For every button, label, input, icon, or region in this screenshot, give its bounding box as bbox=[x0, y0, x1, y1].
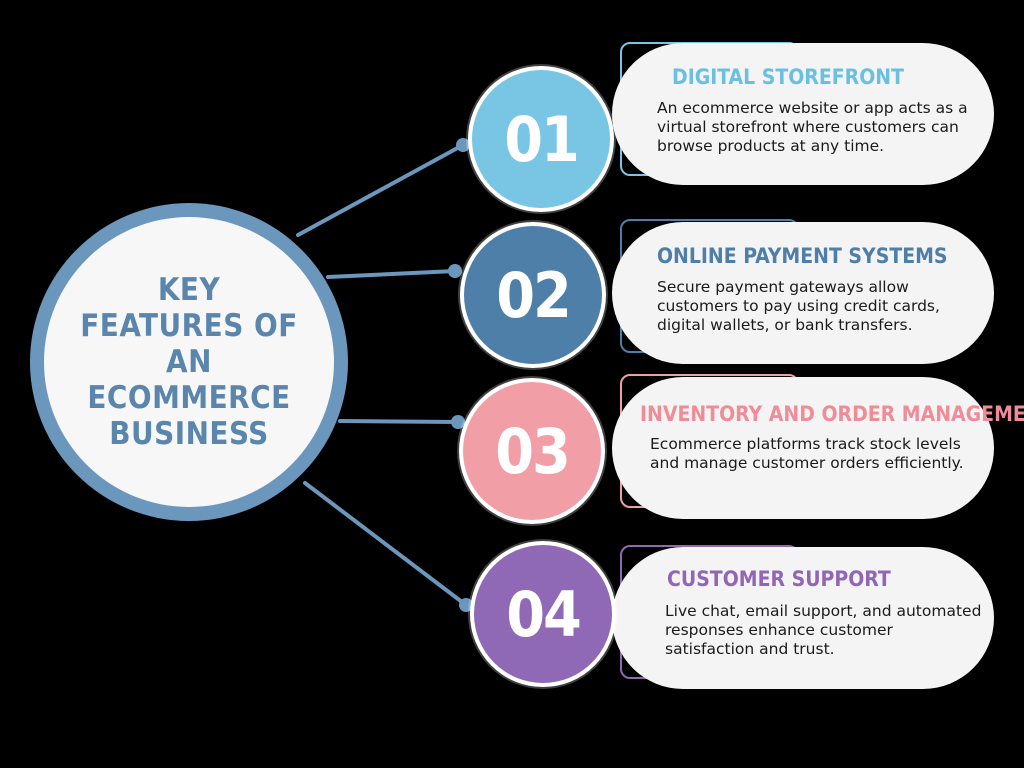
central-hub-title: Key Features of an Ecommerce Business bbox=[80, 272, 298, 452]
feature-number-circle-01: 01 bbox=[472, 70, 610, 208]
feature-number-01: 01 bbox=[504, 102, 580, 176]
connector-line-01 bbox=[296, 143, 465, 237]
feature-title-01: Digital Storefront bbox=[672, 65, 904, 89]
feature-number-03: 03 bbox=[495, 414, 571, 488]
feature-description-03: Ecommerce platforms track stock levels a… bbox=[650, 435, 964, 472]
feature-number-02: 02 bbox=[496, 258, 572, 332]
connector-line-04 bbox=[303, 481, 468, 607]
central-hub: Key Features of an Ecommerce Business bbox=[30, 203, 348, 521]
feature-card-02: Online Payment Systems Secure payment ga… bbox=[612, 222, 994, 364]
connector-line-03 bbox=[338, 419, 460, 424]
feature-description-04: Live chat, email support, and automated … bbox=[665, 602, 982, 658]
feature-card-03: Inventory and Order Management Ecommerce… bbox=[612, 377, 1024, 519]
connector-dot-01 bbox=[456, 138, 470, 152]
feature-title-02: Online Payment Systems bbox=[657, 244, 948, 268]
connector-line-02 bbox=[326, 269, 457, 279]
feature-number-circle-03: 03 bbox=[463, 382, 601, 520]
connector-dot-04 bbox=[459, 598, 473, 612]
feature-title-04: Customer Support bbox=[667, 567, 891, 591]
connector-dot-02 bbox=[448, 264, 462, 278]
central-hub-inner: Key Features of an Ecommerce Business bbox=[44, 217, 334, 507]
feature-card-01: Digital Storefront An ecommerce website … bbox=[612, 43, 994, 185]
feature-description-01: An ecommerce website or app acts as a vi… bbox=[657, 99, 968, 155]
feature-number-circle-04: 04 bbox=[474, 545, 612, 683]
feature-title-03: Inventory and Order Management bbox=[640, 402, 1024, 426]
feature-card-04: Customer Support Live chat, email suppor… bbox=[612, 547, 994, 689]
connector-dot-03 bbox=[451, 415, 465, 429]
feature-number-circle-02: 02 bbox=[464, 226, 602, 364]
feature-number-04: 04 bbox=[506, 577, 582, 651]
feature-description-02: Secure payment gateways allow customers … bbox=[657, 278, 940, 334]
